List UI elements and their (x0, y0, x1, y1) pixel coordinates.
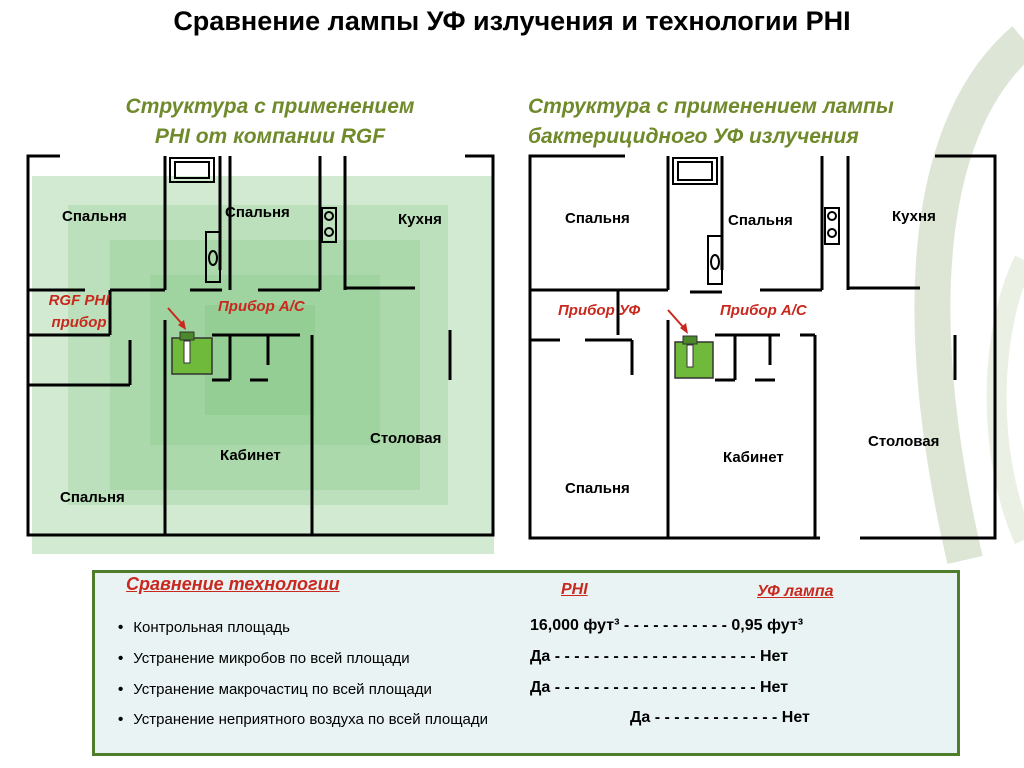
right-room-kitchen: Кухня (892, 208, 936, 225)
left-bathtub-icon (169, 157, 215, 183)
left-ac-unit-icon (171, 331, 213, 375)
right-stove-icon (824, 207, 840, 245)
column-uv-header: УФ лампа (757, 583, 834, 600)
comparison-row-1-value: 16,000 фут³ - - - - - - - - - - - 0,95 ф… (530, 617, 804, 634)
left-subtitle-line2: PHI от компании RGF (154, 125, 386, 148)
right-ac-label: Прибор A/C (720, 302, 807, 319)
left-room-bedroom-2: Спальня (225, 204, 290, 221)
comparison-row-2-value: Да - - - - - - - - - - - - - - - - - - -… (530, 648, 789, 665)
right-room-bedroom-1: Спальня (565, 210, 630, 227)
comparison-row-1-label: •Контрольная площадь (118, 619, 290, 636)
comparison-row-4-label: •Устранение неприятного воздуха по всей … (118, 711, 489, 728)
comparison-heading: Сравнение технологии (126, 574, 340, 594)
left-room-bedroom-3: Спальня (60, 489, 125, 506)
page-title: Сравнение лампы УФ излучения и технологи… (173, 6, 851, 36)
right-bathtub-icon (672, 157, 718, 185)
right-sink-icon (707, 235, 723, 285)
comparison-row-2-label: •Устранение микробов по всей площади (118, 650, 410, 667)
right-subtitle-line1: Структура с применением лампы (528, 95, 894, 118)
comparison-box (92, 570, 960, 756)
left-phi-device-label: RGF PHI прибор (38, 290, 120, 334)
comparison-row-3-label: •Устранение макрочастиц по всей площади (118, 681, 432, 698)
left-phi-device-line2: прибор (51, 314, 107, 331)
left-arrow-icon (167, 307, 186, 330)
left-ac-label: Прибор A/C (218, 298, 305, 315)
right-subtitle-line2: бактерицидного УФ излучения (528, 125, 859, 148)
left-phi-device-line1: RGF PHI (48, 292, 110, 309)
left-plan-walls (26, 154, 495, 537)
left-stove-icon (321, 207, 337, 243)
left-room-dining: Столовая (370, 430, 442, 447)
phi-coverage-zone (32, 176, 494, 554)
right-room-bedroom-2: Спальня (728, 212, 793, 229)
right-room-bedroom-3: Спальня (565, 480, 630, 497)
left-room-office: Кабинет (220, 447, 281, 464)
right-uv-device-label: Прибор УФ (558, 302, 641, 319)
right-ac-unit-icon (674, 335, 714, 379)
right-arrow-icon (667, 309, 688, 334)
right-room-office: Кабинет (723, 449, 784, 466)
left-room-kitchen: Кухня (398, 211, 442, 228)
left-subtitle-line1: Структура с применением (125, 95, 415, 118)
right-plan-walls (528, 154, 997, 540)
comparison-row-4-value: Да - - - - - - - - - - - - - Нет (630, 709, 810, 726)
right-plan-subtitle: Структура с применением лампы бактерицид… (528, 92, 998, 152)
left-room-bedroom-1: Спальня (62, 208, 127, 225)
background-decoration (914, 26, 1024, 565)
left-sink-icon (205, 231, 221, 283)
column-phi-header: PHI (561, 581, 588, 598)
right-room-dining: Столовая (868, 433, 940, 450)
left-plan-subtitle: Структура с применением PHI от компании … (60, 92, 480, 152)
comparison-row-3-value: Да - - - - - - - - - - - - - - - - - - -… (530, 679, 789, 696)
